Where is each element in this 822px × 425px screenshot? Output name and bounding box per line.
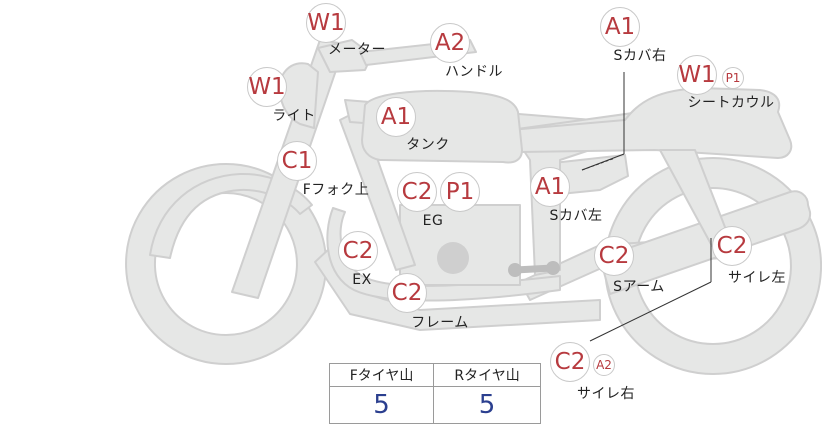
part-label-frame: フレーム — [411, 315, 469, 331]
part-label-handle: ハンドル — [445, 64, 503, 80]
footpeg-end-a — [508, 263, 522, 277]
sub-badge-seat-cowl: P1 — [722, 67, 744, 89]
front-tread-value: 5 — [328, 386, 434, 424]
part-label-light: ライト — [272, 108, 316, 124]
engine-cover — [437, 242, 469, 274]
grade-badge-silencer-right: C2 — [550, 342, 590, 382]
grade-badge-silencer-left: C2 — [712, 226, 752, 266]
leader-line-silencer-left-b — [589, 281, 712, 342]
exhaust-pipe — [326, 207, 561, 302]
part-label-seat-cowl: シートカウル — [687, 95, 775, 111]
grade-badge-swing-arm: C2 — [594, 236, 634, 276]
grade-badge-side-cover-left: A1 — [530, 167, 570, 207]
seat-cowl-shape — [509, 87, 793, 159]
grade-badge-tank: A1 — [376, 97, 416, 137]
part-label-side-cover-left: Sカバ左 — [549, 208, 603, 224]
grade-badge-side-cover-right: A1 — [600, 7, 640, 47]
grade-badge-handle: A2 — [430, 23, 470, 63]
part-label-tank: タンク — [406, 137, 450, 153]
grade-badge-light: W1 — [247, 67, 287, 107]
footpeg-end-b — [546, 261, 560, 275]
front-fender — [149, 172, 313, 259]
part-label-exhaust: EX — [352, 272, 372, 288]
part-label-swing-arm: Sアーム — [613, 279, 665, 295]
grade-badge-frame: C2 — [387, 273, 427, 313]
rear-tread-value: 5 — [433, 386, 541, 424]
rear-tread-header: Rタイヤ山 — [433, 363, 541, 387]
part-label-silencer-right: サイレ右 — [577, 386, 635, 402]
part-label-front-fork-upper: Fフォク上 — [302, 182, 370, 198]
part-label-meter: メーター — [328, 42, 386, 58]
part-label-silencer-left: サイレ左 — [728, 270, 786, 286]
grade-badge-front-fork-upper: C1 — [277, 141, 317, 181]
front-tread-header: Fタイヤ山 — [328, 363, 435, 387]
sub-badge-engine: P1 — [440, 172, 480, 212]
grade-badge-exhaust: C2 — [338, 231, 378, 271]
grade-badge-engine: C2 — [397, 172, 437, 212]
grade-badge-meter: W1 — [306, 3, 346, 43]
part-label-side-cover-right: Sカバ右 — [613, 48, 667, 64]
part-label-engine: EG — [422, 213, 444, 229]
silencer — [599, 190, 812, 295]
leader-dash-side-cover — [581, 157, 616, 171]
tire-tread-table: Fタイヤ山 Rタイヤ山 5 5 — [328, 363, 541, 424]
grade-badge-seat-cowl: W1 — [677, 55, 717, 95]
sub-badge-silencer-right: A2 — [593, 354, 615, 376]
